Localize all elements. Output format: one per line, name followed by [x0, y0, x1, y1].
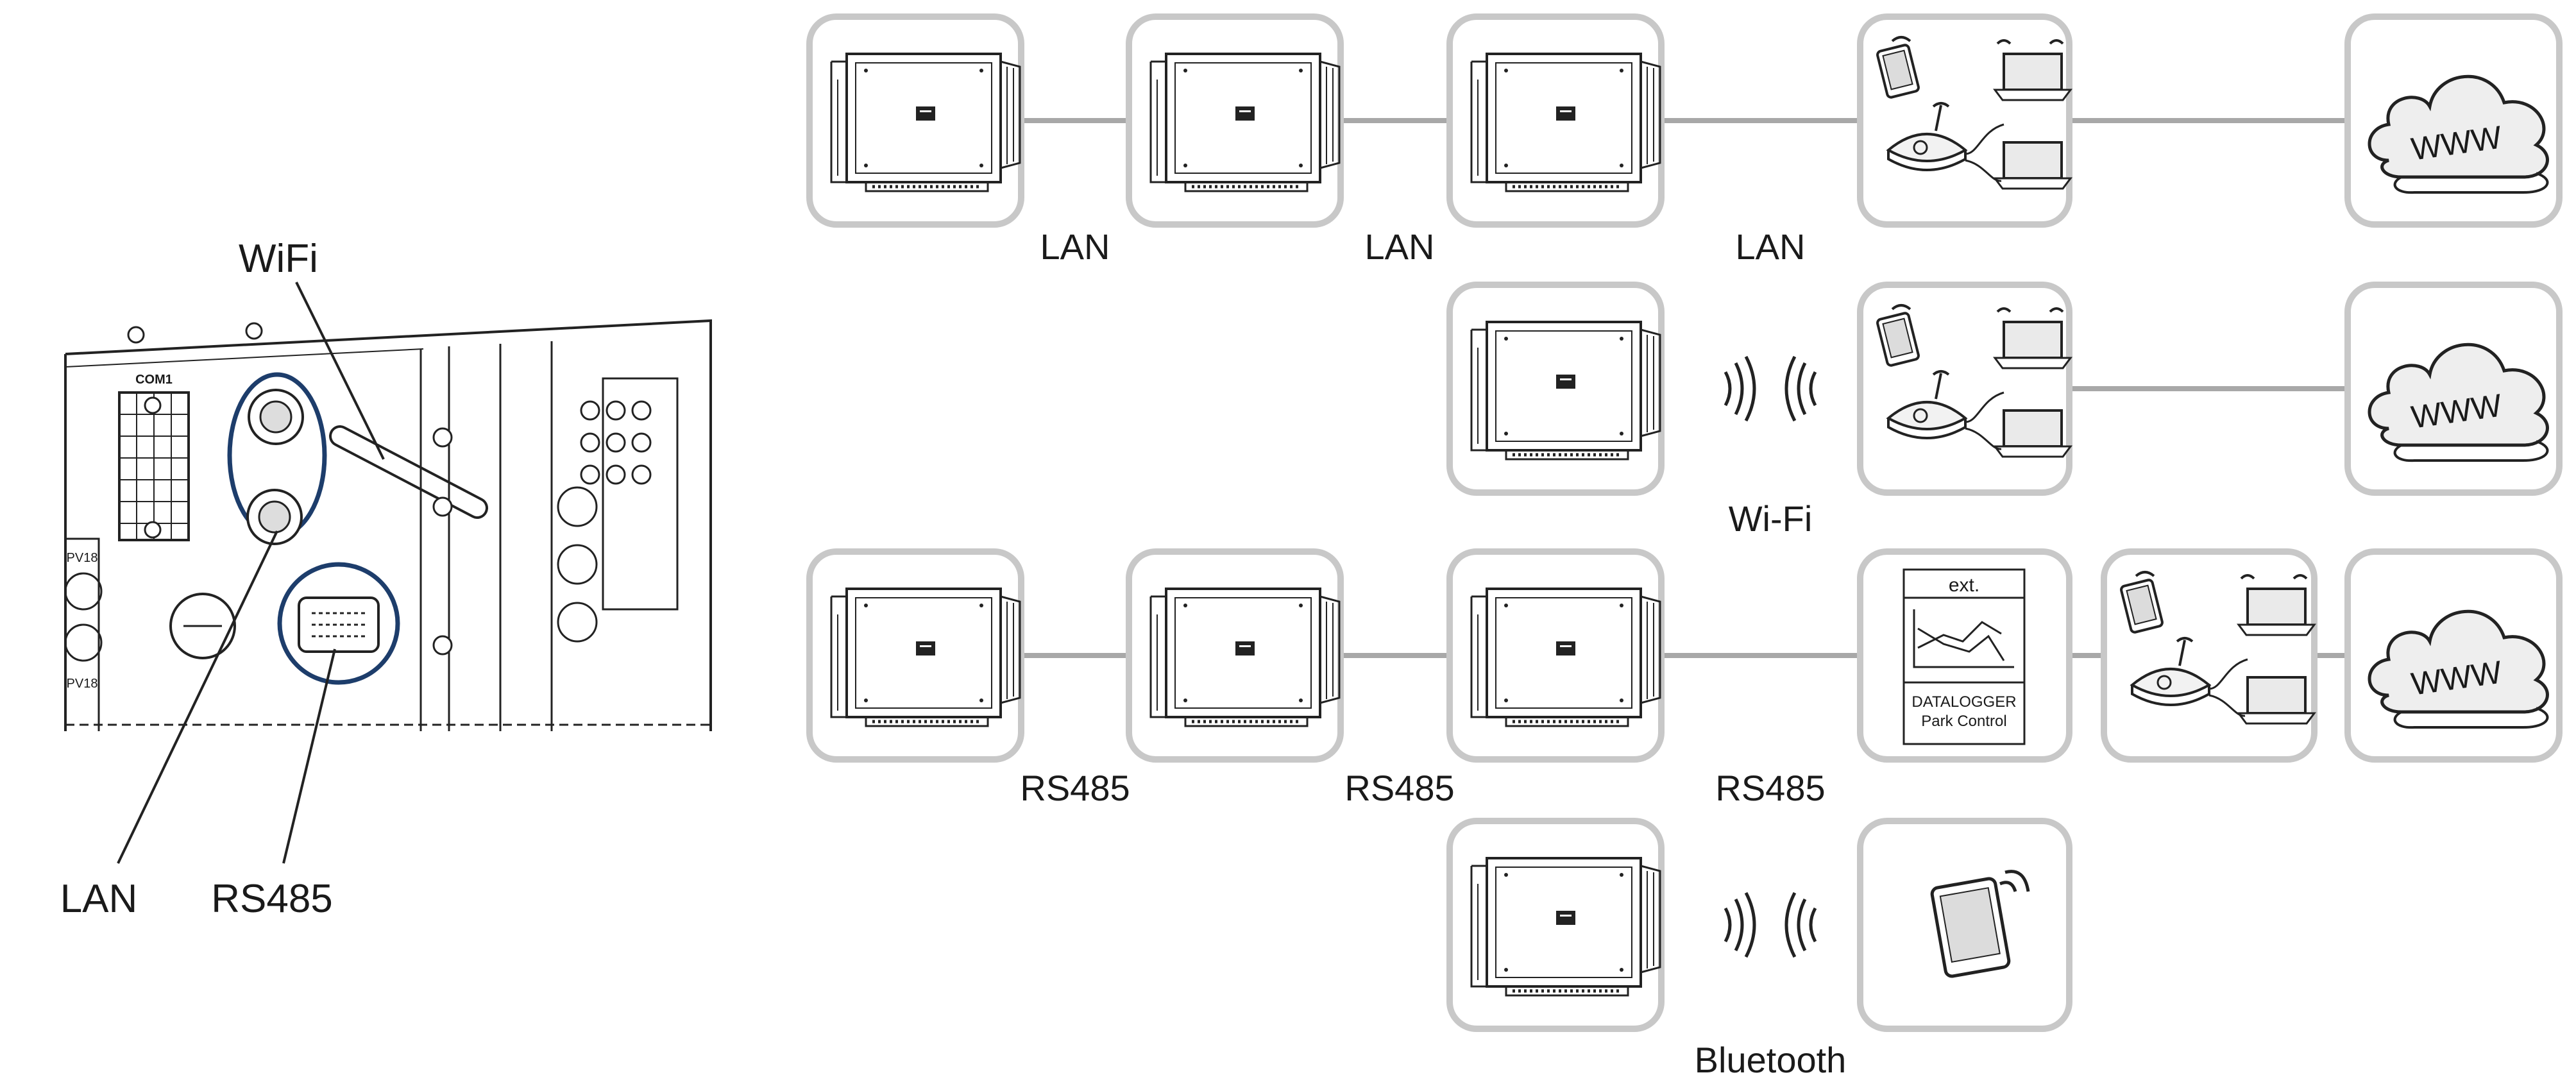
link-label-lan-3: LAN: [1736, 226, 1806, 267]
pv18-top-label: PV18: [67, 551, 98, 565]
row-wifi: WWW Wi-Fi: [1446, 282, 2563, 539]
callout-lan: LAN: [60, 877, 138, 921]
row-lan: WWW LAN LAN LAN: [806, 13, 2563, 267]
network-devices-box: [2101, 548, 2318, 763]
link-label-rs485-3: RS485: [1715, 768, 1825, 808]
link-label-lan-2: LAN: [1365, 226, 1435, 267]
row-bluetooth: Bluetooth: [1446, 818, 2072, 1080]
wireless-waves-icon: [1725, 357, 1815, 421]
inverter-box: [1126, 13, 1344, 228]
tablet-box: [1857, 818, 2072, 1032]
network-devices-box: [1857, 282, 2072, 496]
inverter-box: [1446, 548, 1665, 763]
link-label-wifi: Wi-Fi: [1729, 498, 1813, 539]
callout-wifi: WiFi: [239, 237, 318, 281]
datalogger-title: DATALOGGER: [1911, 693, 2016, 711]
datalogger-subtitle: Park Control: [1921, 713, 2006, 730]
connection-lines: [1021, 118, 2348, 658]
cloud-box: WWW: [2344, 13, 2563, 228]
link-label-lan-1: LAN: [1040, 226, 1110, 267]
datalogger-box: ext. DATALOGGER Park Control: [1857, 548, 2072, 763]
inverter-box: [1446, 13, 1665, 228]
callout-rs485: RS485: [211, 877, 333, 921]
link-label-rs485-1: RS485: [1020, 768, 1130, 808]
inverter-box: [1446, 282, 1665, 496]
network-devices-box: [1857, 13, 2072, 228]
inverter-box: [1446, 818, 1665, 1032]
cloud-box: WWW: [2344, 282, 2563, 496]
link-label-rs485-2: RS485: [1344, 768, 1454, 808]
device-detail-illustration: COM1 PV18 PV18: [60, 237, 712, 921]
link-label-bluetooth: Bluetooth: [1695, 1040, 1847, 1080]
com1-label: COM1: [135, 373, 173, 387]
row-rs485: ext. DATALOGGER Park Control WWW RS485 R…: [806, 548, 2563, 808]
pv18-bottom-label: PV18: [67, 677, 98, 691]
cloud-box: WWW: [2344, 548, 2563, 763]
inverter-box: [806, 13, 1024, 228]
wireless-waves-icon: [1725, 893, 1815, 957]
datalogger-tag: ext.: [1949, 575, 1979, 596]
inverter-box: [1126, 548, 1344, 763]
inverter-box: [806, 548, 1024, 763]
